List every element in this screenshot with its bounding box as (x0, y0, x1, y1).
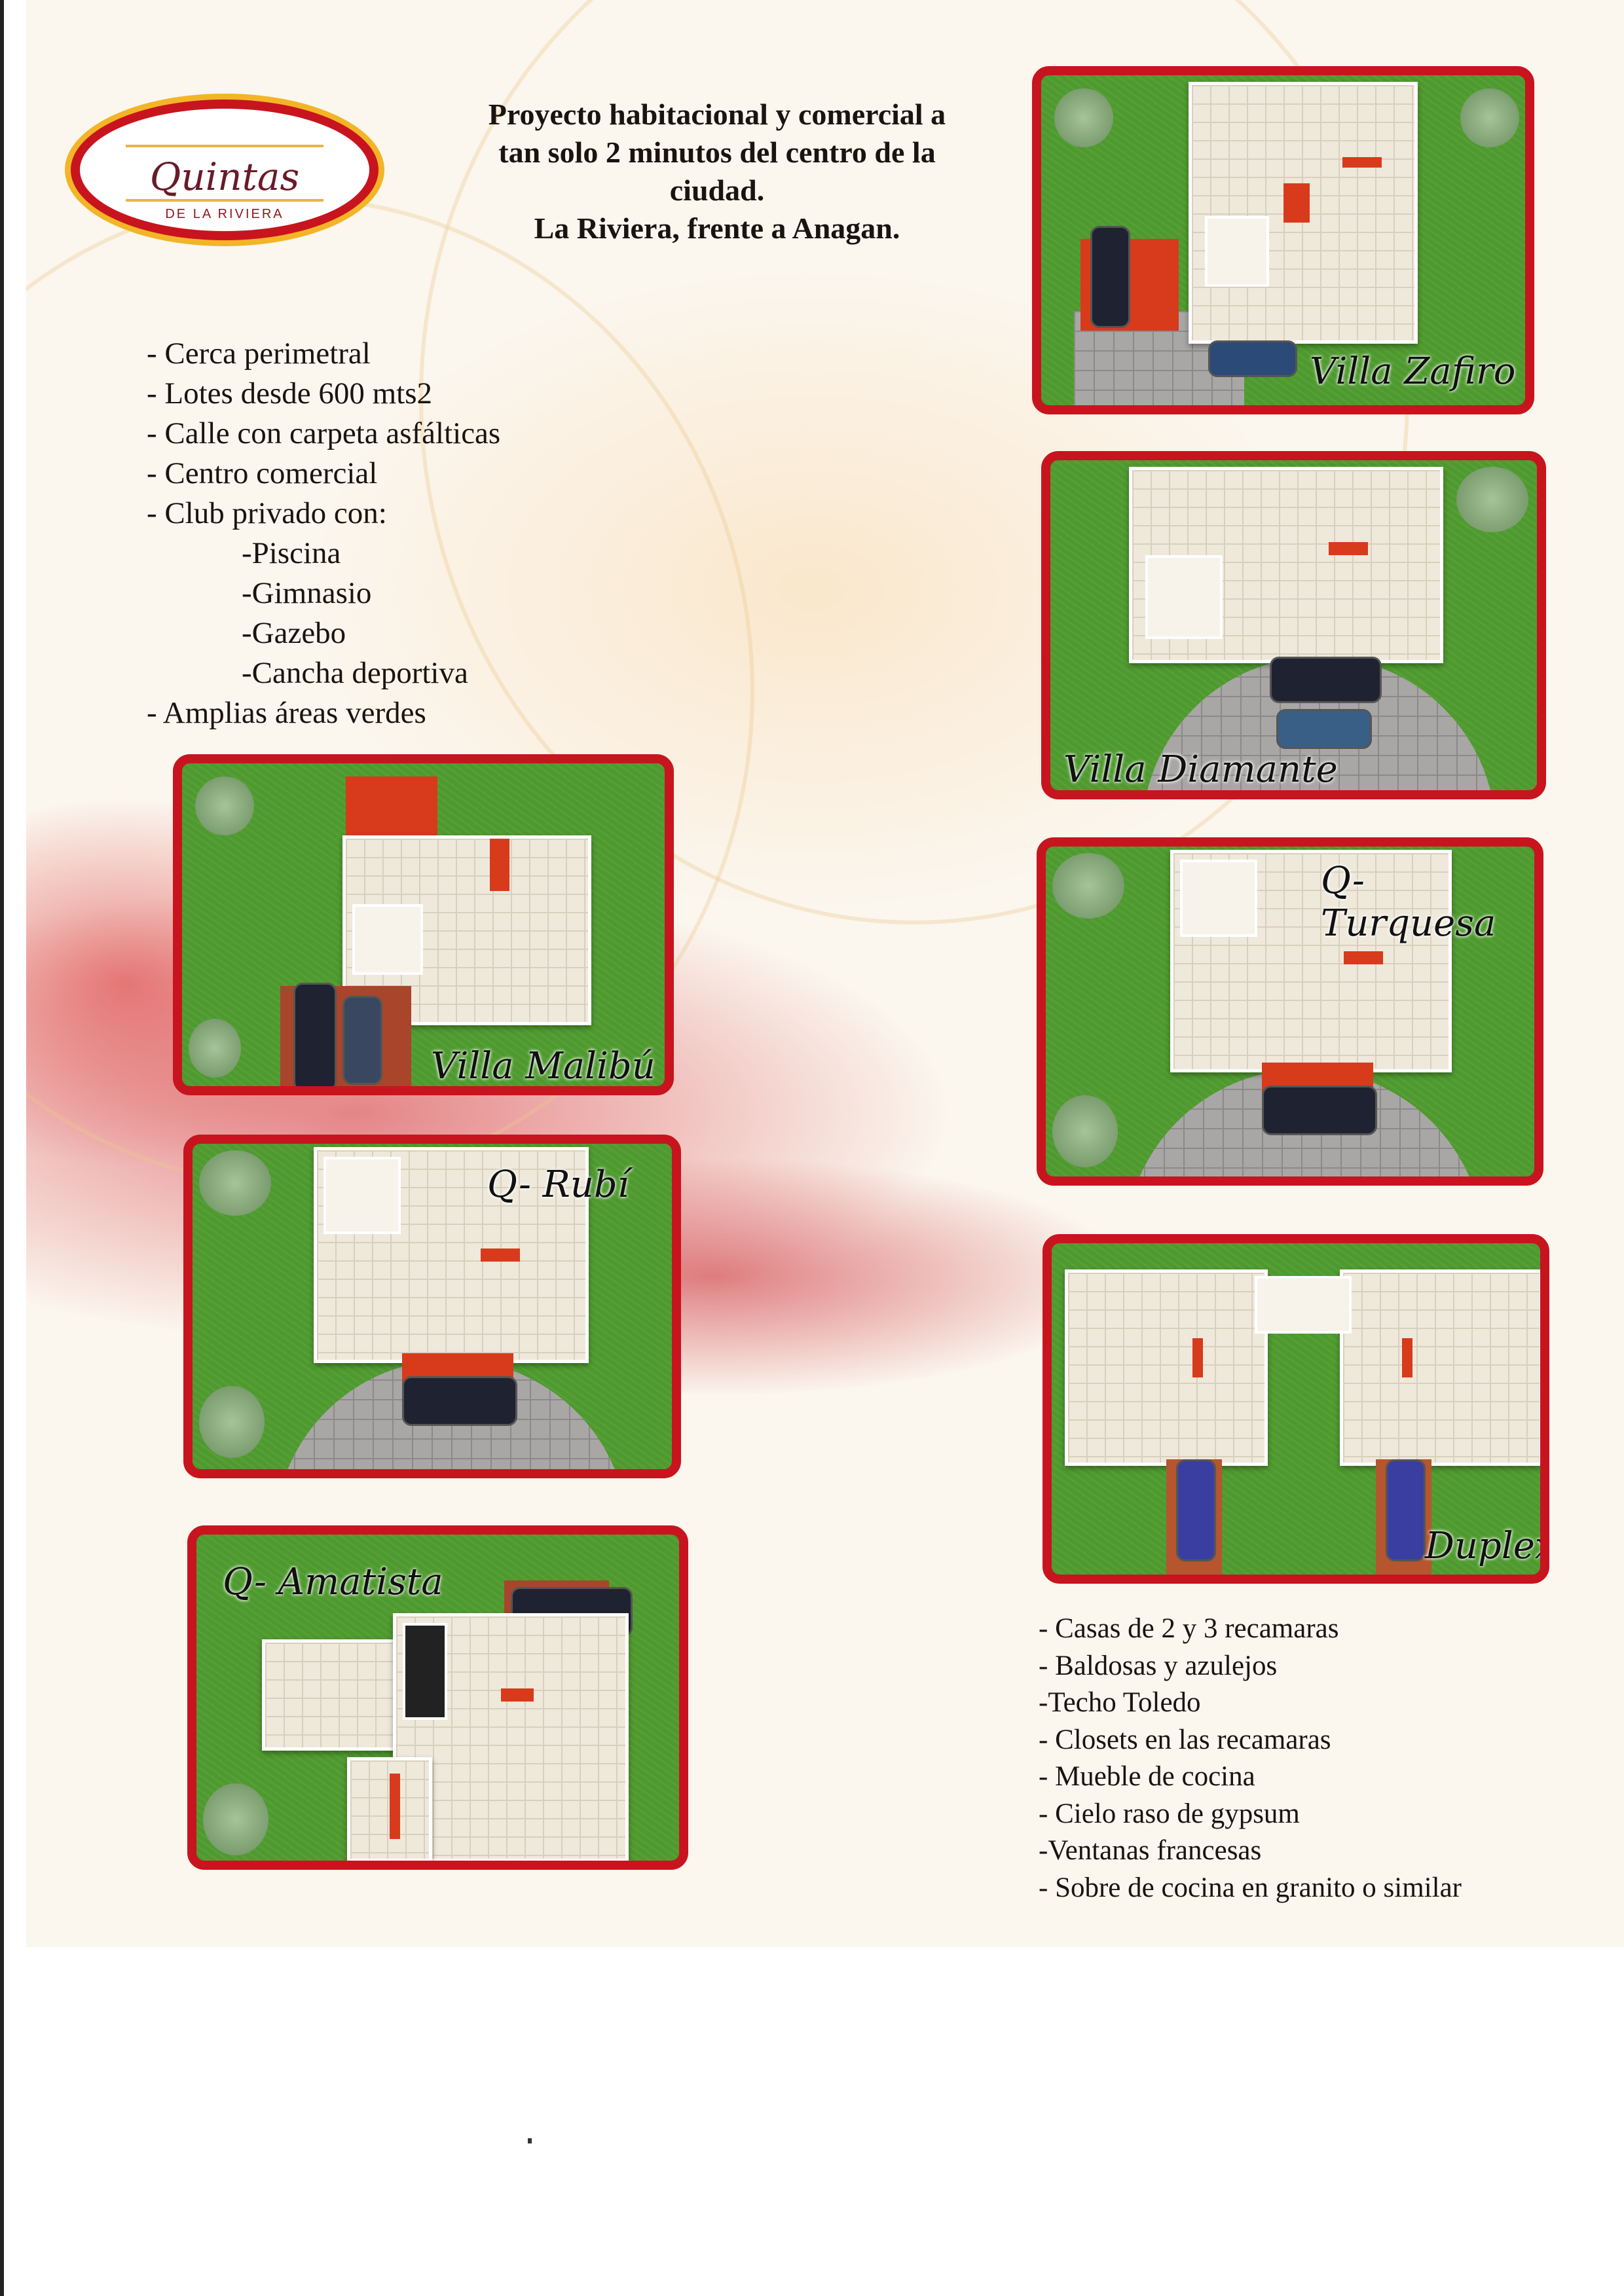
feature-item: - Centro comercial (147, 456, 378, 490)
model-name: Duplex (1425, 1525, 1549, 1567)
car (1276, 709, 1372, 749)
shared-corridor (1255, 1276, 1352, 1334)
tree-icon (1460, 88, 1519, 147)
feature-subitem: -Cancha deportiva (242, 656, 468, 690)
feature-item: - Calle con carpeta asfálticas (147, 416, 501, 450)
model-name: Q- Turquesa (1321, 860, 1496, 945)
house-plan (314, 1147, 589, 1363)
amenity-item: - Cielo raso de gypsum (1039, 1798, 1300, 1829)
tree-icon (195, 776, 254, 835)
scan-speck (528, 2138, 532, 2143)
car (1090, 226, 1130, 328)
project-heading: Proyecto habitacional y comercial a tan … (432, 96, 1002, 247)
tree-icon (189, 1019, 241, 1078)
feature-subitem: -Gimnasio (242, 576, 372, 610)
car (402, 1376, 517, 1426)
amenities-list: - Casas de 2 y 3 recamaras - Baldosas y … (1039, 1611, 1462, 1906)
features-list: - Cerca perimetral - Lotes desde 600 mts… (147, 334, 500, 733)
tree-icon (203, 1783, 268, 1855)
car (1386, 1459, 1426, 1561)
floorplan-duplex: Duplex (1043, 1234, 1549, 1584)
amenity-item: - Baldosas y azulejos (1039, 1650, 1278, 1681)
model-name: Villa Malibú (431, 1045, 655, 1087)
house-plan (262, 1639, 413, 1751)
tree-icon (1054, 88, 1113, 147)
tree-icon (1052, 1095, 1118, 1167)
heading-line: ciudad. (669, 173, 765, 207)
amenity-item: - Sobre de cocina en granito o similar (1039, 1872, 1462, 1903)
tree-icon (1456, 467, 1528, 532)
model-name: Q- Rubí (487, 1163, 629, 1206)
floorplan-villa-diamante: Villa Diamante (1041, 451, 1546, 799)
floorplan-villa-malibu: Villa Malibú (173, 754, 674, 1095)
amenity-item: -Ventanas francesas (1039, 1835, 1262, 1866)
amenity-item: - Mueble de cocina (1039, 1761, 1255, 1792)
model-name: Q- Amatista (223, 1561, 443, 1603)
tree-icon (199, 1150, 271, 1216)
heading-line: La Riviera, frente a Anagan. (534, 211, 900, 245)
model-name: Villa Diamante (1063, 748, 1338, 791)
terrace (346, 776, 437, 835)
scan-edge (0, 0, 26, 2296)
feature-subitem: -Gazebo (242, 616, 346, 650)
quintas-logo: Quintas DE LA RIVIERA (71, 100, 378, 240)
feature-item: - Cerca perimetral (147, 337, 371, 371)
logo-subtitle: DE LA RIVIERA (165, 207, 284, 221)
house-plan (1340, 1269, 1540, 1466)
car (1208, 340, 1297, 377)
amenity-item: - Closets en las recamaras (1039, 1724, 1331, 1755)
car (1262, 1085, 1377, 1135)
tree-icon (1052, 853, 1124, 919)
floorplan-q-rubi: Q- Rubí (183, 1135, 681, 1478)
amenity-item: -Techo Toledo (1039, 1687, 1201, 1718)
house-plan (1189, 82, 1418, 344)
house-plan (347, 1757, 432, 1861)
amenity-item: - Casas de 2 y 3 recamaras (1039, 1613, 1339, 1644)
car (293, 983, 337, 1086)
house-plan (393, 1613, 629, 1861)
feature-subitem: -Piscina (242, 536, 341, 570)
feature-item: - Amplias áreas verdes (147, 696, 426, 730)
house-plan (1129, 467, 1443, 663)
floorplan-q-turquesa: Q- Turquesa (1037, 837, 1543, 1186)
floorplan-q-amatista: Q- Amatista (187, 1525, 688, 1870)
logo-name: Quintas (149, 155, 300, 199)
heading-line: Proyecto habitacional y comercial a (488, 98, 946, 131)
feature-item: - Club privado con: (147, 496, 387, 530)
tree-icon (199, 1386, 265, 1458)
floorplan-villa-zafiro: Villa Zafiro (1032, 66, 1534, 414)
heading-line: tan solo 2 minutos del centro de la (498, 136, 936, 169)
car (1270, 657, 1382, 703)
model-name: Villa Zafiro (1310, 350, 1516, 393)
house-plan (1065, 1269, 1268, 1466)
feature-item: - Lotes desde 600 mts2 (147, 376, 432, 410)
car (342, 996, 382, 1085)
house-plan (1170, 850, 1452, 1072)
car (1176, 1459, 1216, 1561)
